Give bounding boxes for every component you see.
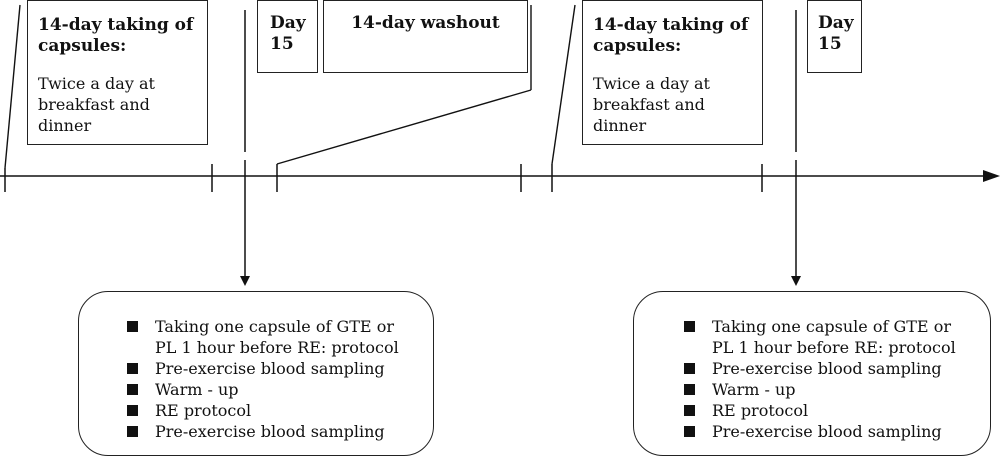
bullet-square-icon [127, 405, 138, 416]
washout-label: 14-day washout [351, 13, 500, 33]
protocol-item: RE protocol [684, 400, 970, 421]
day15-label-2: Day 15 [818, 13, 854, 54]
protocol-item: Pre-exercise blood sampling [127, 358, 413, 379]
protocol-item: Taking one capsule of GTE or PL 1 hour b… [684, 316, 970, 358]
protocol-item: Taking one capsule of GTE or PL 1 hour b… [127, 316, 413, 358]
leader-period-1 [4, 4, 21, 169]
bullet-square-icon [684, 384, 695, 395]
bullet-square-icon [127, 321, 138, 332]
protocol-box-2: Taking one capsule of GTE or PL 1 hour b… [633, 291, 991, 456]
protocol-item: Warm - up [684, 379, 970, 400]
protocol-item: Warm - up [127, 379, 413, 400]
protocol-list-1: Taking one capsule of GTE or PL 1 hour b… [127, 316, 413, 442]
protocol-item: RE protocol [127, 400, 413, 421]
protocol-list-2: Taking one capsule of GTE or PL 1 hour b… [684, 316, 970, 442]
bullet-square-icon [127, 426, 138, 437]
day15-box-2: Day 15 [807, 0, 862, 73]
bullet-square-icon [684, 426, 695, 437]
leader-period-2 [551, 4, 576, 165]
capsule-period-2-box: 14-day taking of capsules: Twice a day a… [582, 0, 763, 145]
protocol-item: Pre-exercise blood sampling [127, 421, 413, 442]
washout-box: 14-day washout [323, 0, 528, 73]
bullet-square-icon [127, 384, 138, 395]
timeline-arrowhead [983, 170, 1000, 182]
bullet-square-icon [127, 363, 138, 374]
capsule-period-1-heading: 14-day taking of capsules: [38, 15, 194, 56]
protocol-item: Pre-exercise blood sampling [684, 358, 970, 379]
protocol-box-1: Taking one capsule of GTE or PL 1 hour b… [78, 291, 434, 456]
leader-washout [276, 89, 532, 165]
bullet-square-icon [684, 405, 695, 416]
capsule-period-2-heading: 14-day taking of capsules: [593, 15, 749, 56]
capsule-period-2-body: Twice a day at breakfast and dinner [593, 74, 710, 135]
capsule-period-1-body: Twice a day at breakfast and dinner [38, 74, 155, 135]
capsule-period-1-box: 14-day taking of capsules: Twice a day a… [27, 0, 208, 145]
bullet-square-icon [684, 363, 695, 374]
day15-label-1: Day 15 [270, 13, 306, 54]
bullet-square-icon [684, 321, 695, 332]
protocol-item: Pre-exercise blood sampling [684, 421, 970, 442]
day15-box-1: Day 15 [257, 0, 318, 73]
